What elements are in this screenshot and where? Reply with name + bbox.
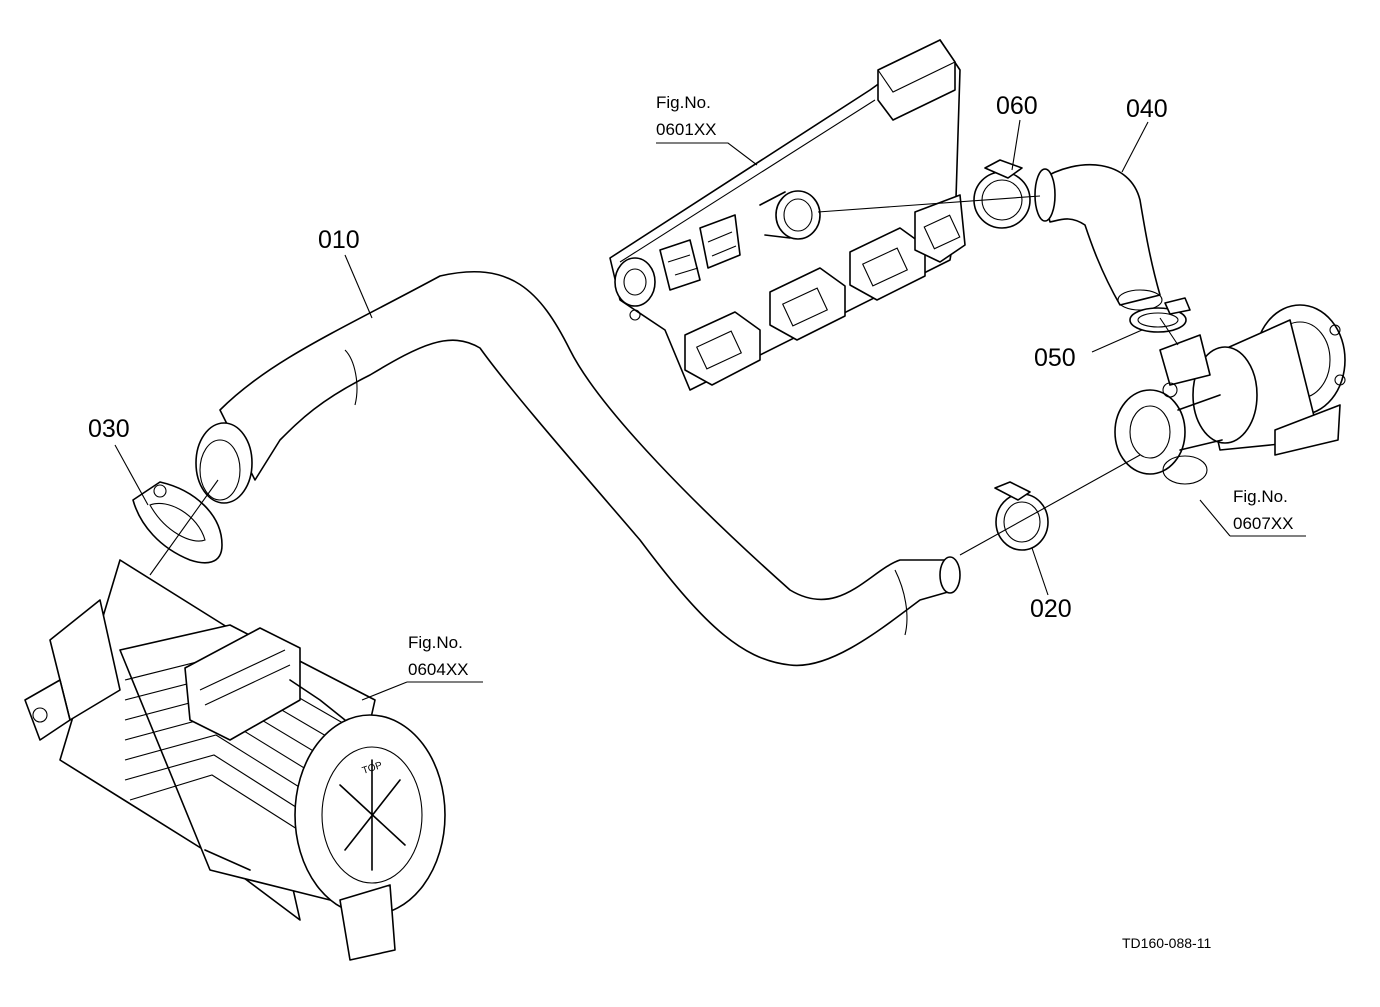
leader-lines bbox=[114, 119, 1306, 701]
clamp-050 bbox=[1129, 297, 1191, 333]
figure-ref-0607-title: Fig.No. bbox=[1233, 487, 1288, 506]
air-cleaner bbox=[24, 559, 446, 961]
figure-ref-0601-title: Fig.No. bbox=[656, 93, 711, 112]
figure-ref-0601[interactable]: Fig.No. 0601XX bbox=[656, 93, 717, 139]
figure-ref-0607[interactable]: Fig.No. 0607XX bbox=[1233, 487, 1294, 533]
part-label-060[interactable]: 060 bbox=[996, 92, 1038, 120]
part-label-050[interactable]: 050 bbox=[1034, 344, 1076, 372]
figure-ref-0601-code: 0601XX bbox=[656, 120, 717, 139]
connection-lines bbox=[149, 195, 1179, 576]
figure-ref-0604-code: 0604XX bbox=[408, 660, 469, 679]
figure-ref-0604[interactable]: Fig.No. 0604XX bbox=[408, 633, 469, 679]
part-label-040[interactable]: 040 bbox=[1126, 95, 1168, 123]
clamp-060 bbox=[973, 159, 1031, 229]
part-label-010[interactable]: 010 bbox=[318, 226, 360, 254]
turbocharger bbox=[1114, 304, 1346, 485]
figure-ref-0607-code: 0607XX bbox=[1233, 514, 1294, 533]
hose-010 bbox=[195, 271, 961, 667]
clamp-020 bbox=[994, 481, 1049, 551]
part-label-030[interactable]: 030 bbox=[88, 415, 130, 443]
part-label-020[interactable]: 020 bbox=[1030, 595, 1072, 623]
figure-ref-0604-title: Fig.No. bbox=[408, 633, 463, 652]
drawing-code: TD160-088-11 bbox=[1122, 935, 1211, 951]
intake-manifold bbox=[609, 39, 966, 391]
hose-040 bbox=[1034, 163, 1163, 311]
clamp-030 bbox=[132, 481, 223, 564]
